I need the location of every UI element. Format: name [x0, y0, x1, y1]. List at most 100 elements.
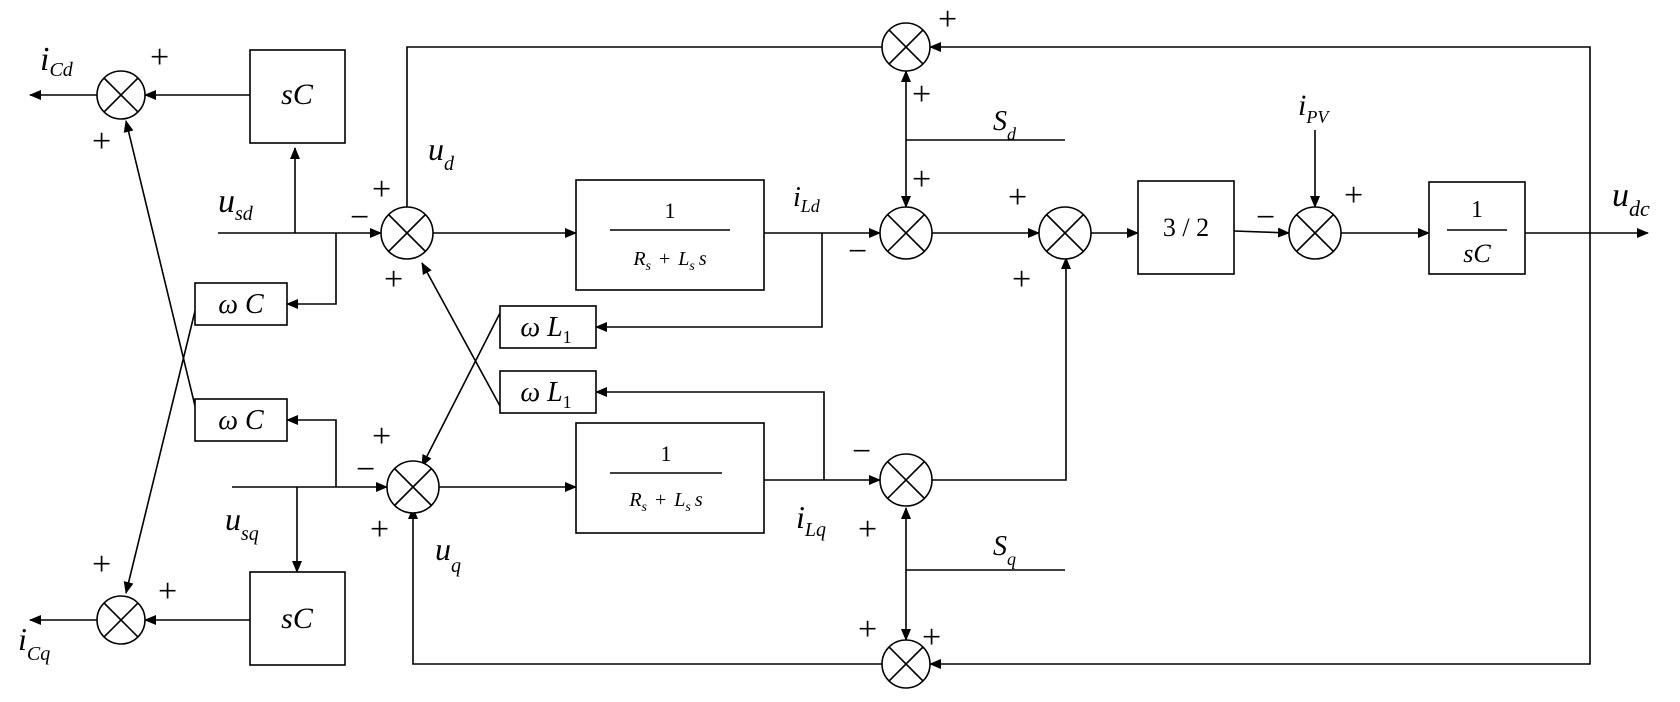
sum-icd	[96, 70, 146, 120]
sc-bottom-label: sC	[281, 602, 314, 635]
sign-bottom-fb-top-plus: +	[858, 611, 877, 648]
block-omega-c-top: ω C	[194, 282, 288, 326]
integrator-denominator: sC	[1463, 239, 1491, 268]
label-u-sq: usq	[225, 501, 259, 545]
omega-l1-bottom-sub: 1	[563, 392, 572, 412]
sc-top-label: sC	[281, 78, 314, 111]
omega-c-top-label: ω C	[218, 289, 264, 320]
wire-top-sum-to-ud	[402, 46, 882, 245]
block-gain: 3 / 2	[1137, 180, 1235, 275]
svg-text:Rs+Lss: Rs+Lss	[628, 489, 703, 515]
label-i-lq: iLq	[796, 499, 826, 541]
tf-d-r-sub: s	[646, 259, 652, 274]
sum-top-feedback	[881, 22, 931, 72]
sign-q-bottom-plus: +	[370, 511, 389, 548]
label-i-cd: iCd	[40, 41, 74, 81]
sum-icq	[96, 595, 146, 645]
sign-dc-plus: +	[1344, 177, 1363, 214]
wire-usq-to-omega-c	[286, 415, 337, 487]
sign-power-bottom-plus: +	[1012, 261, 1031, 298]
svg-text:ω L1: ω L1	[520, 377, 571, 412]
omega-l1-bottom-main: ω L	[520, 377, 562, 408]
tf-q-r: R	[628, 489, 641, 511]
label-u-d: ud	[428, 131, 455, 175]
sign-top-fb-bottom-plus: +	[912, 76, 931, 113]
svg-text:ω L1: ω L1	[520, 312, 571, 347]
gain-label: 3 / 2	[1163, 213, 1209, 242]
sign-icq-right-plus: +	[158, 573, 177, 610]
label-u-sd: usd	[218, 183, 254, 225]
tf-q-r-sub: s	[642, 500, 648, 515]
label-u-dc: udc	[1612, 177, 1650, 221]
label-i-ld: iLd	[793, 182, 821, 216]
wire-q-mul-to-sum	[932, 257, 1071, 481]
sum-q-voltage	[386, 460, 440, 514]
label-i-cq: iCq	[18, 621, 50, 665]
label-s-d: Sd	[993, 106, 1017, 144]
tf-d-l: L	[677, 248, 689, 270]
label-i-pv: iPV	[1298, 89, 1330, 127]
wire-ilq-to-omega-l1	[595, 387, 825, 480]
wire-usd-to-omega-c	[286, 233, 337, 309]
block-omega-l1-bottom: ω L1	[499, 370, 597, 414]
svg-text:Rs+Lss: Rs+Lss	[632, 248, 707, 274]
wire-ild-to-omega-l1	[595, 233, 823, 332]
mul-q-current	[879, 453, 933, 507]
sign-dc-minus: −	[1256, 199, 1275, 236]
omega-l1-top-main: ω L	[520, 312, 562, 343]
tf-q-var: s	[695, 489, 703, 511]
block-omega-c-bottom: ω C	[194, 398, 288, 442]
tf-q-numerator: 1	[661, 441, 672, 466]
sign-icq-top-plus: +	[92, 546, 111, 583]
tf-d-numerator: 1	[665, 198, 676, 223]
omega-l1-top-sub: 1	[563, 327, 572, 347]
wire-udc-bottom-feedback	[929, 260, 1591, 669]
tf-d-plus: +	[659, 248, 670, 270]
sign-top-fb-right-plus: +	[938, 1, 957, 38]
sign-icd-top-plus: +	[150, 39, 169, 76]
signal-labels: iCd iCq usd usq ud uq iLd iLq Sd Sq iPV …	[18, 41, 1650, 665]
tf-d-var: s	[699, 248, 707, 270]
wire-omega-l1-bottom-to-d-sum	[421, 262, 501, 407]
tf-d-l-sub: s	[689, 259, 695, 274]
junction-signs: + + + + + − + + − + + + + − − + + + + + …	[92, 1, 1363, 656]
label-s-q: Sq	[993, 531, 1016, 569]
sum-d-voltage	[380, 206, 434, 260]
wire-gain-to-sum	[1233, 227, 1290, 238]
sign-d-top-plus: +	[372, 171, 391, 208]
wire-bottom-sum-to-uq	[408, 507, 882, 665]
sign-bottom-fb-right-plus: +	[922, 619, 941, 656]
sign-q-mul-bottom-plus: +	[858, 511, 877, 548]
tf-q-plus: +	[655, 489, 666, 511]
wire-omega-c-bottom-to-icd-sum	[123, 120, 196, 407]
block-omega-l1-top: ω L1	[499, 305, 597, 349]
signal-wires	[29, 42, 1649, 669]
sign-d-left-minus: −	[350, 199, 369, 236]
block-sc-bottom: sC	[249, 571, 346, 666]
label-u-q: uq	[435, 531, 461, 577]
summing-junctions	[96, 22, 1342, 689]
sign-d-mul-top-plus: +	[912, 161, 931, 198]
tf-q-l-sub: s	[685, 500, 691, 515]
block-integrator: 1 sC	[1428, 181, 1526, 275]
integrator-numerator: 1	[1471, 197, 1483, 223]
sign-q-top-plus: +	[372, 418, 391, 455]
tf-d-r: R	[632, 248, 645, 270]
sign-q-left-minus: −	[356, 451, 375, 488]
sum-bottom-feedback	[881, 639, 931, 689]
wire-udc-top-feedback	[929, 42, 1591, 260]
sign-d-mul-minus: −	[848, 233, 867, 270]
sum-dc-current	[1288, 206, 1342, 260]
wire-omega-c-top-to-icq-sum	[123, 310, 196, 594]
sign-d-bottom-plus: +	[384, 261, 403, 298]
wire-omega-l1-top-to-q-sum	[421, 312, 501, 467]
sign-icd-bottom-plus: +	[92, 123, 111, 160]
sign-power-top-plus: +	[1008, 179, 1027, 216]
omega-c-bottom-label: ω C	[218, 405, 264, 436]
sign-q-mul-minus: −	[852, 433, 871, 470]
sum-power	[1038, 206, 1092, 260]
mul-d-current	[879, 206, 933, 260]
